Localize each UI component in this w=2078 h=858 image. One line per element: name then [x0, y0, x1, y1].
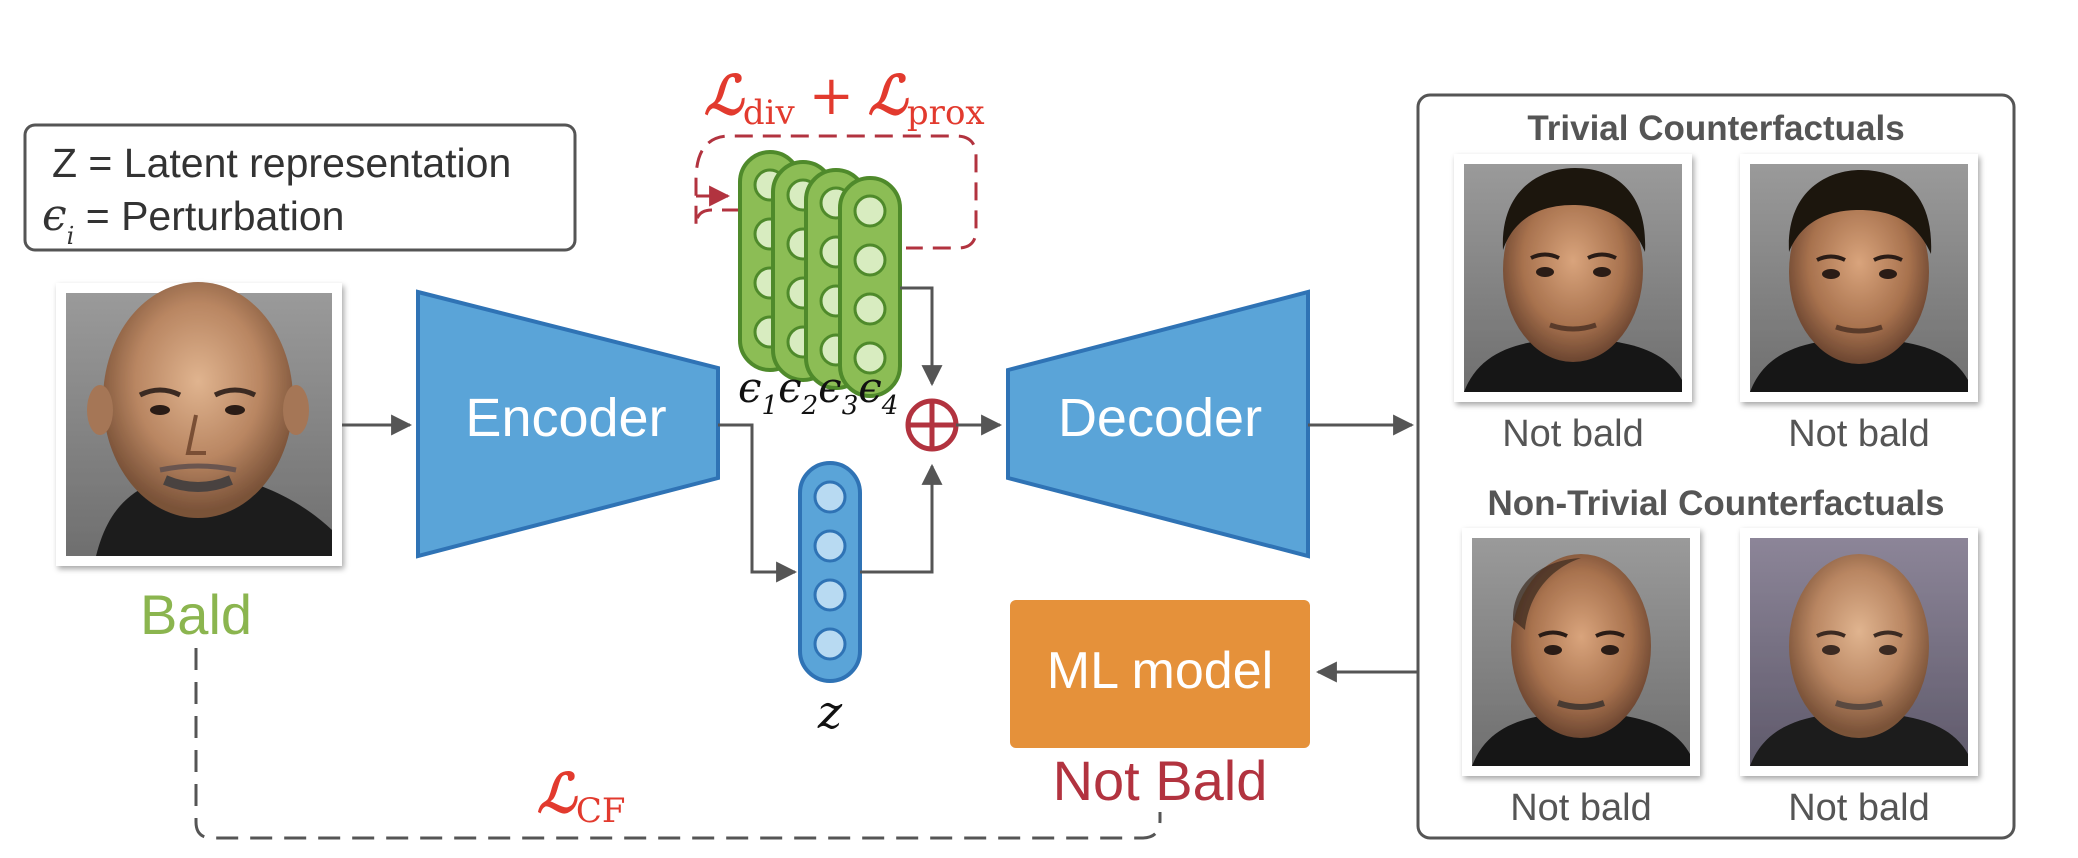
decoder-label: Decoder [1058, 388, 1262, 448]
trivial-cf-photo-1 [1454, 154, 1692, 402]
balding-man-photo-icon [1472, 554, 1690, 766]
trivial-counterfactuals-title: Trivial Counterfactuals [1527, 109, 1904, 148]
man-with-hair-photo-icon [1464, 168, 1682, 392]
trivial-cf-label-2: Not bald [1788, 413, 1930, 455]
legend-box: Z = Latent representation ϵi = Perturbat… [23, 123, 577, 252]
input-photo [56, 282, 342, 566]
latent-label-z: z [817, 685, 843, 739]
arrow-latent-to-combine [860, 463, 943, 574]
legend-latent-text: Z = Latent representation [52, 140, 511, 186]
perturbation-labels: ϵ1ϵ2ϵ3ϵ4 [738, 363, 898, 421]
input-label-bald: Bald [140, 583, 252, 646]
loss-cf-label: ℒCF [537, 761, 626, 831]
encoder-label: Encoder [465, 388, 666, 448]
nontrivial-cf-photo-1 [1462, 528, 1700, 776]
nontrivial-cf-label-1: Not bald [1510, 787, 1652, 829]
loss-div-prox-label: ℒdiv+ℒprox [704, 63, 985, 133]
trivial-cf-label-1: Not bald [1502, 413, 1644, 455]
ml-model-block: ML model [1010, 600, 1310, 748]
trivial-cf-photo-2 [1740, 154, 1978, 402]
nontrivial-cf-photo-2 [1740, 528, 1978, 776]
latent-vector [798, 461, 862, 683]
counterfactuals-panel: Trivial Counterfactuals Not bald [1416, 93, 2016, 840]
legend-perturbation-text: ϵi = Perturbation [42, 190, 344, 250]
loss-cf-path [194, 648, 1162, 840]
man-with-hair-photo-icon [1750, 170, 1968, 392]
combine-plus-icon [905, 398, 959, 452]
ml-model-prediction: Not Bald [1053, 749, 1268, 812]
encoder-block: Encoder [416, 289, 720, 559]
arrow-encoder-to-latent [718, 423, 798, 583]
decoder-block: Decoder [1006, 289, 1310, 559]
balding-man-photo-icon [1750, 554, 1968, 766]
bald-man-photo-icon [87, 282, 332, 556]
loss-loop-path [694, 134, 978, 250]
perturbation-stack [738, 150, 902, 398]
nontrivial-counterfactuals-title: Non-Trivial Counterfactuals [1487, 484, 1944, 523]
perturbation-vector-4 [838, 176, 902, 398]
ml-model-label: ML model [1047, 642, 1273, 700]
nontrivial-cf-label-2: Not bald [1788, 787, 1930, 829]
arrow-perturbation-to-combine [900, 286, 943, 387]
